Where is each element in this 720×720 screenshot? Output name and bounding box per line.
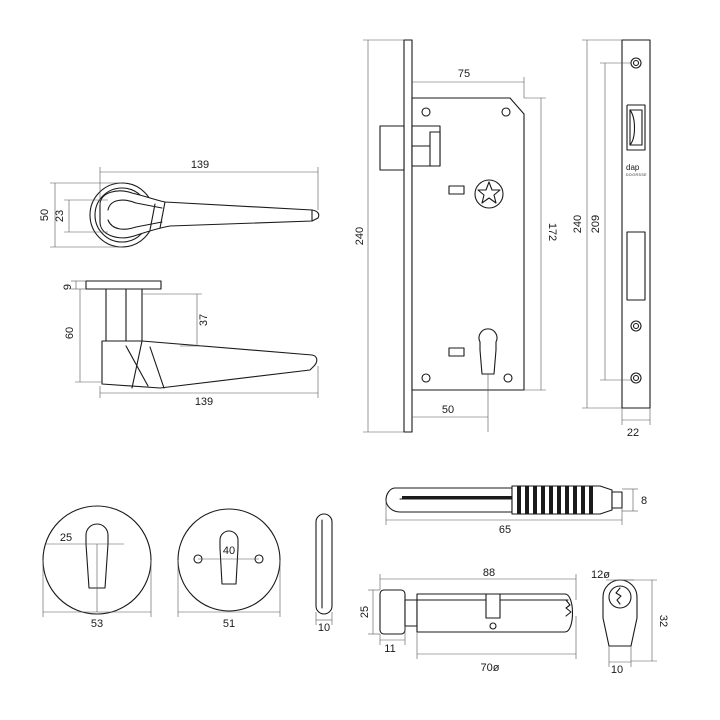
dim-handle-height: 50 — [39, 209, 51, 221]
cylinder-key-zigzag-icon — [565, 599, 572, 617]
dim-rose-inner: 23 — [54, 210, 66, 222]
handle-side-view: 9 60 37 139 — [62, 280, 319, 408]
dim-key-inner: 40 — [223, 545, 235, 557]
escutcheon-side-profile — [315, 513, 333, 615]
handle-lever-edge-top — [107, 199, 163, 211]
handle-top-view: 139 50 23 — [39, 159, 320, 248]
dim-faceplate-width: 22 — [627, 427, 639, 439]
dim-screw-spacing: 209 — [590, 215, 602, 233]
cylinder-end-view: 12ø 32 10 — [591, 569, 669, 676]
faceplate-bolt-opening — [626, 231, 646, 301]
dim-backset: 50 — [442, 404, 454, 416]
faceplate-logo: dap — [626, 163, 640, 172]
faceplate-latch-opening — [626, 104, 646, 151]
dim-key-diameter: 51 — [223, 618, 235, 630]
case-screw — [421, 107, 431, 117]
case-screw — [501, 107, 511, 117]
cylinder-knob — [379, 589, 406, 635]
dim-euro-inner: 25 — [60, 532, 72, 544]
dim-handle-length: 139 — [191, 159, 209, 171]
faceplate-logo-sub: DOORSSE — [626, 173, 647, 177]
lock-body-front-view: 240 75 172 50 — [354, 39, 558, 433]
key-groove-shade — [402, 496, 512, 499]
key-grip-ribs — [517, 486, 593, 514]
dim-side-length: 139 — [195, 396, 213, 408]
handle-neck — [105, 288, 143, 342]
dim-rose-thickness: 9 — [62, 284, 74, 290]
faceplate-screw-bottom — [630, 372, 642, 384]
dim-key-width: 8 — [641, 495, 647, 507]
cylinder-knob-shaft — [404, 599, 418, 627]
cylinder-hole-icon — [478, 328, 498, 375]
dim-spindle: 37 — [198, 314, 210, 326]
handle-lever-side-facets — [125, 340, 165, 389]
dim-knob-width: 11 — [384, 643, 395, 655]
handle-rose-side — [85, 280, 162, 290]
key-tip — [611, 491, 623, 509]
faceplate-view: dap DOORSSE 240 209 22 — [572, 39, 651, 439]
escutcheon-key-view: 51 40 — [177, 508, 281, 630]
escutcheon-euro-view: 53 25 — [42, 505, 152, 630]
cylinder-cam — [485, 593, 501, 619]
handle-lever-side — [101, 340, 318, 389]
key-blade — [385, 487, 513, 513]
dim-faceplate-height: 240 — [572, 215, 584, 233]
follower-star-icon — [477, 181, 501, 204]
latch-curve — [629, 109, 636, 146]
dim-knob-height: 25 — [359, 606, 371, 618]
dim-case-height: 172 — [546, 223, 558, 241]
escutcheon-key-keyhole-icon — [219, 530, 239, 585]
case-screw — [503, 373, 513, 383]
dim-body-length: 70ø — [481, 662, 500, 674]
faceplate-outline — [621, 39, 651, 409]
faceplate-screw-bottom-inner — [632, 374, 640, 382]
key-view: 65 8 — [385, 485, 647, 536]
lock-case — [411, 97, 525, 391]
dim-lock-top: 75 — [458, 68, 470, 80]
cylinder-screw-hole — [489, 622, 497, 630]
case-slot — [448, 185, 465, 195]
escutcheon-side-view: 10 — [315, 513, 333, 634]
latch-spring — [429, 131, 441, 167]
dim-cylinder-length: 88 — [483, 567, 495, 579]
latch-bolt — [379, 125, 405, 171]
cylinder-side-view: 88 25 11 70ø — [359, 567, 577, 674]
dim-side-height: 60 — [64, 327, 76, 339]
case-slot — [448, 347, 465, 357]
faceplate-screw-mid-inner — [632, 322, 640, 330]
dim-lock-height: 240 — [354, 227, 366, 245]
case-screw — [421, 373, 431, 383]
dim-key-length: 65 — [499, 524, 511, 536]
faceplate-screw-top — [630, 57, 642, 69]
handle-lever-top — [99, 190, 320, 239]
dim-side-thickness: 10 — [318, 622, 330, 634]
dim-end-width: 10 — [611, 664, 623, 676]
lock-front-plate — [403, 39, 413, 433]
faceplate-screw-top-inner — [632, 59, 640, 67]
handle-lever-joint — [149, 201, 166, 231]
dim-end-height: 32 — [657, 615, 669, 627]
dim-end-top: 12ø — [591, 569, 610, 581]
faceplate-screw-mid — [630, 320, 642, 332]
handle-lever-edge-bottom — [107, 219, 163, 230]
dim-euro-diameter: 53 — [91, 618, 103, 630]
cylinder-end-key-zigzag-icon — [615, 587, 622, 605]
